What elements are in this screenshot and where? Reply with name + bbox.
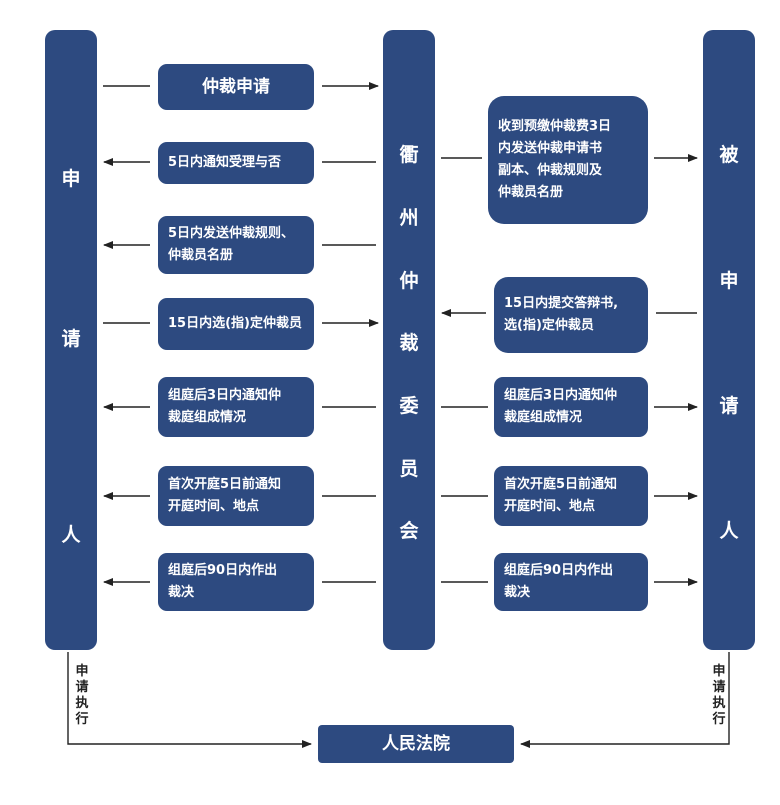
column-char: 仲 — [399, 270, 419, 292]
column-char: 申 — [61, 168, 81, 190]
column-char: 员 — [399, 458, 419, 480]
commission-column: 衢 州 仲 裁 委 员 会 — [383, 30, 435, 650]
column-char: 被 — [719, 144, 739, 166]
box-award-right: 组庭后90日内作出 裁决 — [494, 553, 648, 611]
box-award-left: 组庭后90日内作出 裁决 — [158, 553, 314, 611]
execution-label-left: 申请执行 — [75, 664, 89, 727]
box-acceptance-notice: 5日内通知受理与否 — [158, 142, 314, 184]
respondent-column: 被 申 请 人 — [703, 30, 755, 650]
box-tribunal-notice-left: 组庭后3日内通知仲 裁庭组成情况 — [158, 377, 314, 437]
column-char: 衢 — [399, 144, 419, 166]
box-peoples-court: 人民法院 — [318, 725, 514, 763]
column-char: 申 — [719, 270, 739, 292]
execution-label-right: 申请执行 — [712, 664, 726, 727]
box-tribunal-notice-right: 组庭后3日内通知仲 裁庭组成情况 — [494, 377, 648, 437]
box-submit-defense: 15日内提交答辩书, 选(指)定仲裁员 — [494, 277, 648, 353]
column-char: 裁 — [399, 332, 419, 354]
box-send-rules-left: 5日内发送仲裁规则、 仲裁员名册 — [158, 216, 314, 274]
applicant-column: 申 请 人 — [45, 30, 97, 650]
box-select-arbitrator-left: 15日内选(指)定仲裁员 — [158, 298, 314, 350]
box-hearing-notice-left: 首次开庭5日前通知 开庭时间、地点 — [158, 466, 314, 526]
column-char: 委 — [399, 395, 419, 417]
column-char: 人 — [719, 520, 739, 542]
column-char: 州 — [399, 207, 419, 229]
column-char: 请 — [61, 328, 81, 350]
box-arbitration-application: 仲裁申请 — [158, 64, 314, 110]
column-char: 人 — [61, 524, 81, 546]
box-hearing-notice-right: 首次开庭5日前通知 开庭时间、地点 — [494, 466, 648, 526]
box-send-application-copy: 收到预缴仲裁费3日 内发送仲裁申请书 副本、仲裁规则及 仲裁员名册 — [488, 96, 648, 224]
column-char: 请 — [719, 395, 739, 417]
column-char: 会 — [399, 520, 419, 542]
